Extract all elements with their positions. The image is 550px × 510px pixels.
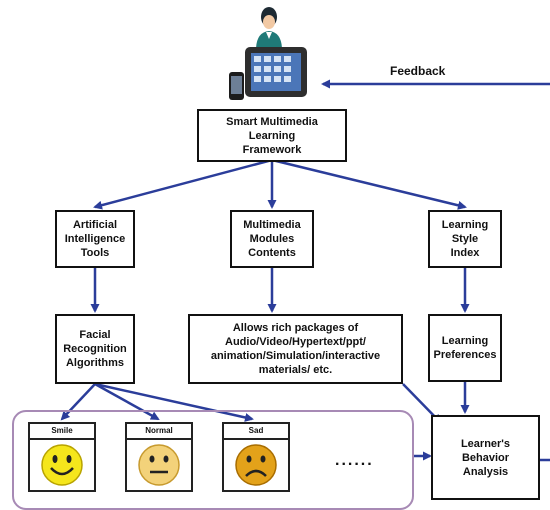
ai-tools-box: Artificial Intelligence Tools bbox=[55, 210, 135, 268]
learning-style-label: Learning Style Index bbox=[441, 219, 489, 259]
behavior-analysis-label: Learner's Behavior Analysis bbox=[460, 437, 511, 478]
sad-face-icon bbox=[235, 444, 277, 486]
arrow-framework-to-ai bbox=[93, 158, 273, 210]
learning-style-box: Learning Style Index bbox=[428, 210, 502, 268]
smartphone-icon bbox=[229, 72, 244, 100]
framework-label: Smart Multimedia Learning Framework bbox=[226, 115, 318, 156]
emotion-label-sad: Sad bbox=[224, 424, 288, 440]
teacher-icon bbox=[256, 7, 282, 48]
rich-packages-label: Allows rich packages of Audio/Video/Hype… bbox=[210, 322, 381, 376]
framework-box: Smart Multimedia Learning Framework bbox=[197, 109, 347, 162]
arrow-framework-to-style bbox=[271, 158, 467, 210]
feedback-label: Feedback bbox=[390, 64, 446, 78]
arrow-facial-to-normal bbox=[94, 382, 160, 421]
emotion-card-sad: Sad bbox=[222, 422, 290, 492]
learning-preferences-label: Learning Preferences bbox=[433, 335, 497, 361]
ai-tools-label: Artificial Intelligence Tools bbox=[64, 219, 126, 259]
emotion-label-normal: Normal bbox=[127, 424, 191, 440]
behavior-analysis-box: Learner's Behavior Analysis bbox=[431, 415, 540, 500]
arrow-facial-to-smile bbox=[60, 383, 96, 421]
emotion-card-smile: Smile bbox=[28, 422, 96, 492]
arrow-facial-to-sad bbox=[94, 382, 254, 422]
emotion-card-normal: Normal bbox=[125, 422, 193, 492]
rich-packages-box: Allows rich packages of Audio/Video/Hype… bbox=[188, 314, 403, 384]
more-emotions-ellipsis: ...... bbox=[335, 452, 374, 469]
multimedia-box: Multimedia Modules Contents bbox=[230, 210, 314, 268]
facial-recognition-label: Facial Recognition Algorithms bbox=[63, 329, 127, 369]
tablet-icon bbox=[245, 47, 307, 97]
emotion-label-smile: Smile bbox=[30, 424, 94, 440]
multimedia-label: Multimedia Modules Contents bbox=[243, 219, 301, 259]
learning-preferences-box: Learning Preferences bbox=[428, 314, 502, 382]
neutral-face-icon bbox=[138, 444, 180, 486]
smile-face-icon bbox=[41, 444, 83, 486]
facial-recognition-box: Facial Recognition Algorithms bbox=[55, 314, 135, 384]
